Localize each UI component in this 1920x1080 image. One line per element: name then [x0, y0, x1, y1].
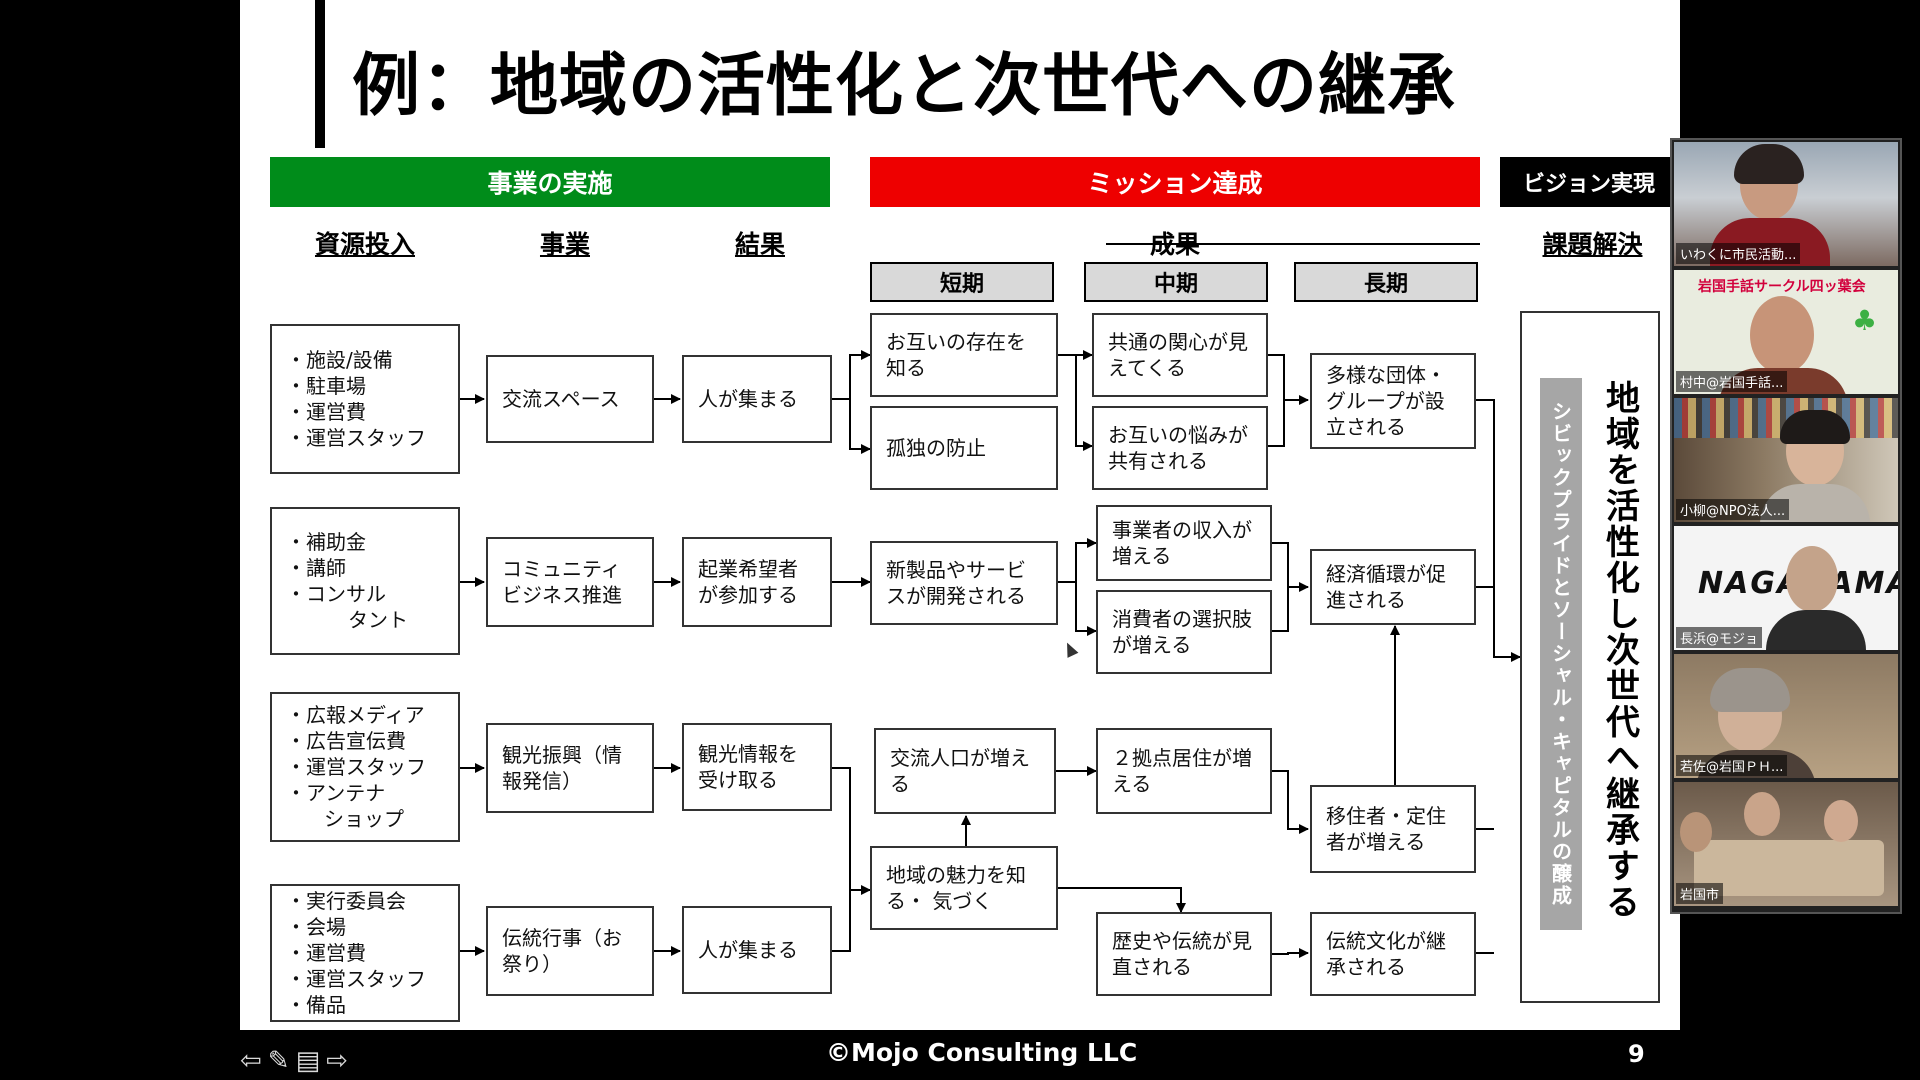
mid-term-box-2: お互いの悩みが共有される [1092, 406, 1268, 490]
resource-box-2: ・補助金 ・講師 ・コンサル タント [270, 507, 460, 655]
page-number: 9 [1628, 1040, 1645, 1068]
presentation-slide: 例：地域の活性化と次世代への継承 事業の実施 ミッション達成 ビジョン実現 資源… [240, 0, 1680, 1030]
video-gallery: いわくに市民活動... 岩国手話サークル四ッ葉会 ♣ 村中@岩国手話... 小柳… [1670, 138, 1902, 914]
short-term-box-1: お互いの存在を知る [870, 313, 1058, 397]
tile-banner: 岩国手話サークル四ッ葉会 [1698, 279, 1866, 295]
video-tile[interactable]: 小柳@NPO法人... [1674, 398, 1898, 522]
participant-name: いわくに市民活動... [1676, 243, 1801, 264]
column-solution: 課題解決 [1542, 230, 1643, 259]
short-term-box-4: 交流人口が増える [874, 728, 1056, 814]
short-term-box-3: 新製品やサービスが開発される [870, 541, 1058, 625]
result-box-3: 観光情報を受け取る [682, 723, 832, 811]
vision-band: シビックプライドとソーシャル・キャピタルの醸成 [1540, 378, 1582, 930]
long-term-box-4: 伝統文化が継承される [1310, 912, 1476, 996]
short-term-box-2: 孤独の防止 [870, 406, 1058, 490]
participant-avatar [1786, 546, 1838, 612]
pen-icon[interactable]: ✎ [267, 1046, 290, 1076]
short-term-box-5: 地域の魅力を知る・ 気づく [870, 846, 1058, 930]
participant-name: 小柳@NPO法人... [1676, 499, 1790, 520]
column-results: 結果 [734, 230, 785, 259]
participant-avatar [1824, 800, 1858, 842]
participant-avatar [1750, 296, 1814, 374]
result-box-2: 起業希望者が参加する [682, 537, 832, 627]
slide-title: 例：地域の活性化と次世代への継承 [352, 47, 1457, 126]
participant-hair [1710, 668, 1790, 712]
long-term-box-1: 多様な団体・グループが設立される [1310, 353, 1476, 449]
video-tile[interactable]: 若佐@岩国ＰＨ... [1674, 654, 1898, 778]
slide-footer: ©Mojo Consulting LLC [826, 1038, 1138, 1067]
participant-hair [1734, 144, 1804, 184]
participant-name: 岩国市 [1676, 883, 1724, 904]
result-box-1: 人が集まる [682, 355, 832, 443]
header-implementation: 事業の実施 [270, 157, 830, 207]
video-tile[interactable]: 岩国手話サークル四ッ葉会 ♣ 村中@岩国手話... [1674, 270, 1898, 394]
next-slide-icon[interactable]: ⇨ [326, 1046, 348, 1076]
mid-term-box-5: ２拠点居住が増える [1096, 728, 1272, 814]
mid-term-box-6: 歴史や伝統が見直される [1096, 912, 1272, 996]
title-accent-bar [315, 0, 325, 148]
participant-body [1766, 610, 1866, 650]
meeting-table [1694, 840, 1884, 896]
video-tile[interactable]: 岩国市 [1674, 782, 1898, 906]
clover-icon: ♣ [1852, 304, 1878, 337]
participant-hair [1780, 410, 1850, 444]
notes-icon[interactable]: ▤ [295, 1046, 321, 1076]
resource-box-4: ・実行委員会 ・会場 ・運営費 ・運営スタッフ ・備品 [270, 884, 460, 1022]
business-box-1: 交流スペース [486, 355, 654, 443]
header-vision: ビジョン実現 [1500, 157, 1678, 207]
term-long: 長期 [1294, 262, 1478, 302]
participant-name: 村中@岩国手話... [1676, 371, 1788, 392]
long-term-box-3: 移住者・定住者が増える [1310, 785, 1476, 873]
mid-term-box-1: 共通の関心が見えてくる [1092, 313, 1268, 397]
mid-term-box-4: 消費者の選択肢が増える [1096, 590, 1272, 674]
participant-avatar [1744, 792, 1780, 836]
slide-nav-controls: ⇦ ✎ ▤ ⇨ [240, 1046, 348, 1076]
participant-name: 長浜@モジョ [1676, 627, 1763, 648]
term-mid: 中期 [1084, 262, 1268, 302]
result-box-4: 人が集まる [682, 906, 832, 994]
resource-box-1: ・施設/設備 ・駐車場 ・運営費 ・運営スタッフ [270, 324, 460, 474]
video-tile[interactable]: いわくに市民活動... [1674, 142, 1898, 266]
participant-avatar [1680, 812, 1712, 852]
term-short: 短期 [870, 262, 1054, 302]
business-box-2: コミュニティビジネス推進 [486, 537, 654, 627]
business-box-3: 観光振興（情報発信） [486, 723, 654, 813]
resource-box-3: ・広報メディア ・広告宣伝費 ・運営スタッフ ・アンテナ ショップ [270, 692, 460, 842]
business-box-4: 伝統行事（お祭り） [486, 906, 654, 996]
mid-term-box-3: 事業者の収入が増える [1096, 505, 1272, 581]
vision-statement: 地域を活性化し次世代へ継承する [1599, 380, 1640, 920]
column-resources: 資源投入 [314, 230, 415, 259]
long-term-box-2: 経済循環が促進される [1310, 549, 1476, 625]
flow-connectors [458, 243, 1521, 958]
column-business: 事業 [539, 230, 590, 259]
video-tile[interactable]: NAGAHAMA 長浜@モジョ [1674, 526, 1898, 650]
participant-name: 若佐@岩国ＰＨ... [1676, 755, 1788, 776]
header-mission: ミッション達成 [870, 157, 1480, 207]
previous-slide-icon[interactable]: ⇦ [240, 1046, 262, 1076]
